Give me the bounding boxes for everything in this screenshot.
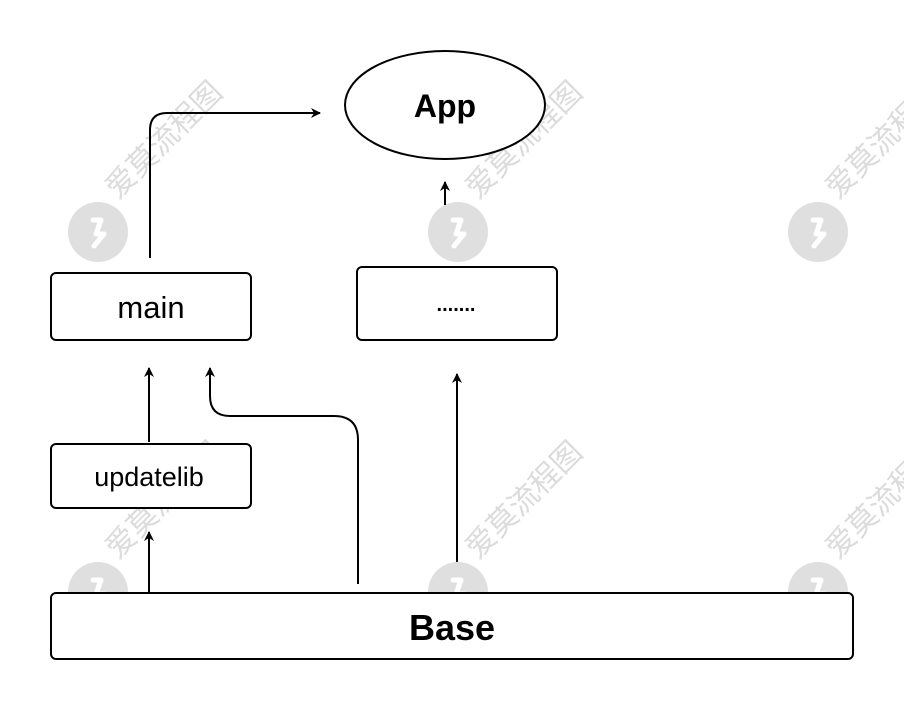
base-box: [50, 592, 854, 660]
watermark-logo-icon: [428, 202, 488, 262]
dots-label: .......: [437, 294, 476, 316]
edge-main-to-app: [149, 108, 321, 258]
updatelib-box: [50, 443, 252, 509]
node-app: App: [344, 50, 546, 160]
node-updatelib: updatelib: [50, 443, 252, 509]
app-ellipse: [344, 50, 546, 160]
edges: [144, 108, 462, 592]
base-label: Base: [409, 607, 495, 648]
watermark-text: 爱莫流程图: [819, 435, 904, 566]
watermark-logo-icon: [68, 202, 128, 262]
main-label: main: [117, 290, 184, 325]
watermark-text: 爱莫流程图: [459, 435, 590, 566]
watermark-text: 爱莫流程图: [819, 75, 904, 206]
edge-base-to-main: [205, 367, 359, 584]
watermark-logo-icon: [788, 202, 848, 262]
node-base: Base: [50, 592, 854, 660]
node-dots: .......: [356, 266, 558, 341]
main-box: [50, 272, 252, 341]
dots-box: [356, 266, 558, 341]
updatelib-label: updatelib: [94, 462, 204, 492]
app-label: App: [414, 88, 476, 124]
node-main: main: [50, 272, 252, 341]
watermark-text: 爱莫流程图: [99, 75, 230, 206]
watermark-layer: 爱莫流程图 爱莫流程图 爱莫流程图 爱莫流程图 爱莫流程图 爱莫流程图: [68, 75, 904, 622]
